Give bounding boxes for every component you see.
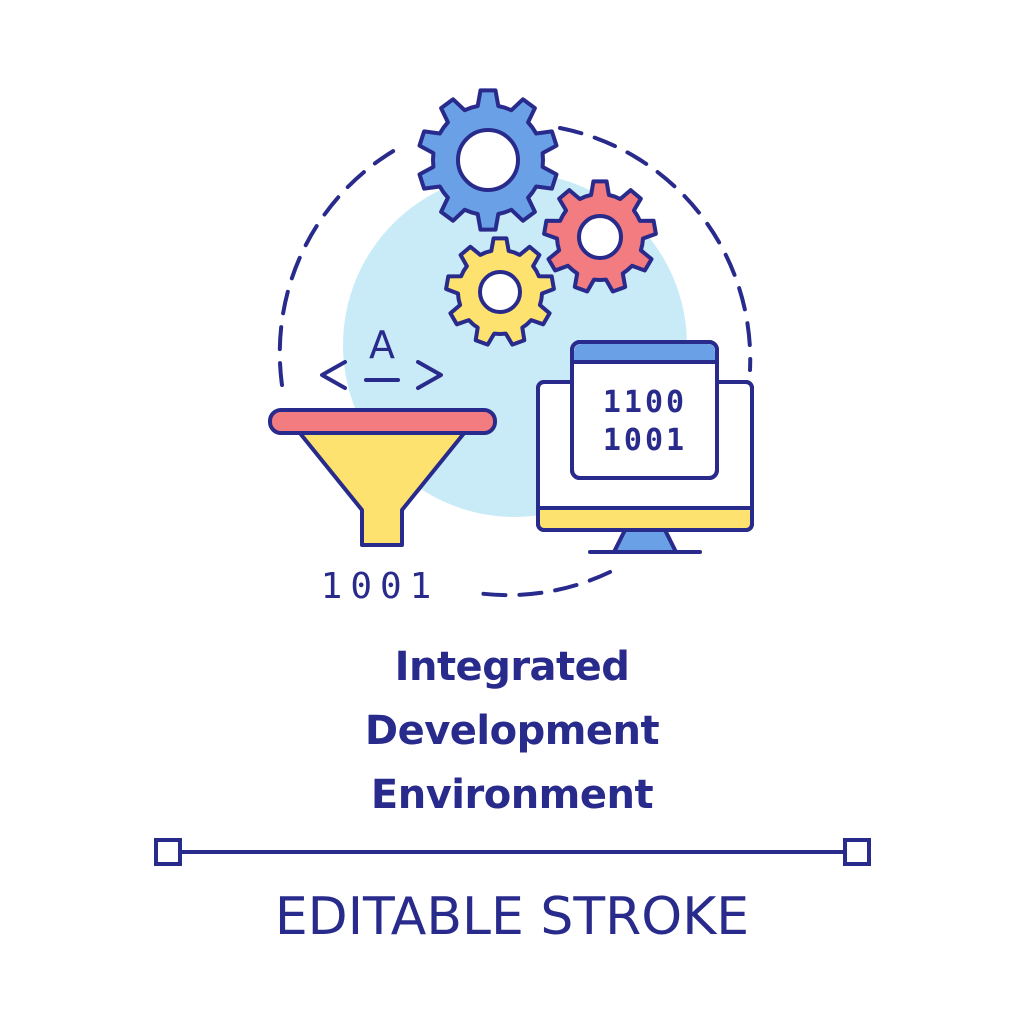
funnel-icon — [268, 408, 497, 547]
code-window — [570, 340, 719, 480]
code-tag-icon — [320, 360, 443, 390]
large-gear-icon — [417, 88, 559, 232]
medium-gear-icon — [542, 179, 658, 294]
code-window-line-1: 1100 — [603, 385, 687, 420]
title-line-3: Environment — [370, 772, 654, 818]
title-line-1: Integrated — [394, 644, 630, 690]
dashed-circle-outline — [277, 126, 753, 598]
editable-stroke-line — [154, 838, 871, 866]
code-window-line-2: 1001 — [603, 423, 687, 458]
funnel-output-bits: 1001 — [321, 566, 440, 607]
small-gear-icon — [444, 236, 556, 347]
editable-stroke-label: EDITABLE STROKE — [274, 887, 750, 947]
stroke-handle-left — [154, 838, 182, 866]
stroke-handle-right — [843, 838, 871, 866]
code-tag-glyph: A — [369, 323, 395, 367]
title-line-2: Development — [364, 708, 660, 754]
